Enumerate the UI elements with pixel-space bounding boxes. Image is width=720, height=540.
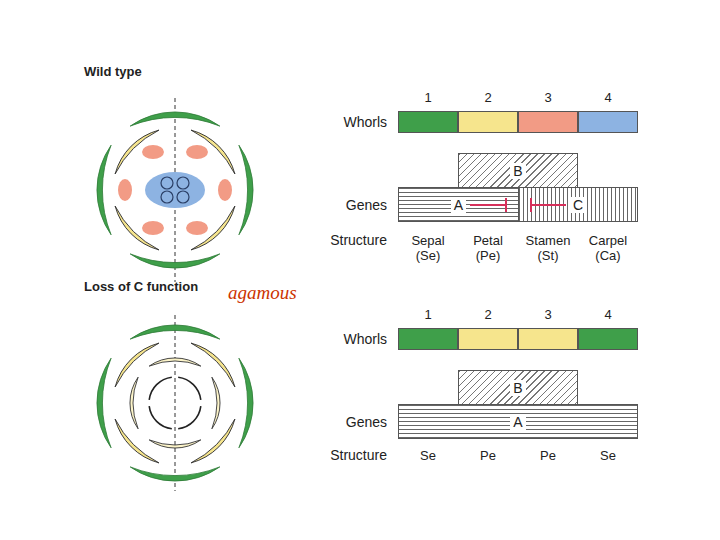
gene-letter: A (510, 414, 525, 430)
sepal-shape (130, 325, 220, 339)
whorl-band: 3 (518, 111, 578, 133)
whorl-band: 4 (578, 328, 638, 350)
organ-name: Carpel (Ca) (583, 233, 633, 263)
row-label: Genes (290, 197, 387, 213)
sepal-shape (130, 467, 220, 481)
gene-letter: B (510, 163, 525, 179)
inner-sepal-group (145, 373, 204, 432)
whorl-band: 2 (458, 111, 518, 133)
stamen-shape (218, 179, 232, 201)
petal-shape (109, 206, 159, 256)
whorl-number: 4 (579, 90, 637, 106)
row-label: Structure (290, 447, 387, 463)
ovule-circle (161, 177, 173, 189)
organ-name: Se (403, 448, 453, 463)
sepal-shape (130, 254, 220, 268)
ovule-circle (177, 177, 189, 189)
carpel-shape (145, 172, 205, 208)
petal-shape (130, 377, 138, 429)
petal-shape (212, 377, 220, 429)
sepal-arc (178, 373, 205, 400)
whorl-band: 1 (398, 111, 458, 133)
stamen-shape (142, 221, 164, 235)
panel-heading: Loss of C function (84, 279, 224, 295)
whorl-number: 3 (519, 90, 577, 106)
whorl-band: 3 (518, 328, 578, 350)
stamen-shape (118, 179, 132, 201)
whorl-number: 3 (519, 307, 577, 323)
sepal-shape (97, 145, 111, 235)
whorl-band: 4 (578, 111, 638, 133)
row-label: Genes (290, 414, 387, 430)
stamen-shape (142, 145, 164, 159)
sepal-group (97, 325, 253, 481)
ovule-circle (177, 191, 189, 203)
inner-petal-group (130, 358, 220, 448)
gene-letter: A (451, 197, 466, 213)
whorl-number: 2 (459, 307, 517, 323)
wild-type-flower (97, 98, 253, 282)
organ-name: Se (583, 448, 633, 463)
petal-shape (191, 337, 241, 387)
stamen-shape (186, 221, 208, 235)
organ-name: Petal (Pe) (463, 233, 513, 263)
sepal-shape (130, 112, 220, 126)
organ-name: Stamen (St) (521, 233, 575, 263)
gene-b-domain: B (458, 370, 578, 405)
petal-shape (109, 419, 159, 469)
agamous-flower (97, 315, 253, 491)
organ-name: Pe (523, 448, 573, 463)
sepal-shape (239, 358, 253, 448)
whorl-band: 1 (398, 328, 458, 350)
gene-c-domain: C (518, 187, 638, 222)
organ-name: Sepal (Se) (403, 233, 453, 263)
petal-shape (191, 124, 241, 174)
ovule-circle (161, 191, 173, 203)
sepal-shape (239, 145, 253, 235)
gene-b-domain: B (458, 153, 578, 188)
petal-shape (149, 440, 201, 448)
organ-name: Pe (463, 448, 513, 463)
row-label: Whorls (290, 114, 387, 130)
sepal-arc (145, 373, 172, 400)
petal-shape (191, 419, 241, 469)
petal-shape (109, 337, 159, 387)
petal-shape (191, 206, 241, 256)
whorl-number: 4 (579, 307, 637, 323)
ovule-group (161, 177, 189, 203)
row-label: Structure (290, 232, 387, 248)
sepal-arc (178, 406, 205, 433)
petal-shape (109, 124, 159, 174)
petal-shape (149, 358, 201, 366)
row-label: Whorls (290, 331, 387, 347)
gene-a-domain: A (398, 404, 638, 439)
symmetry-axis (175, 98, 176, 282)
symmetry-axis (175, 315, 176, 491)
petal-group (109, 124, 241, 256)
whorl-number: 1 (399, 90, 457, 106)
stamen-group (118, 145, 232, 235)
stamen-shape (186, 145, 208, 159)
whorl-number: 2 (459, 90, 517, 106)
gene-a-domain: A (398, 187, 519, 222)
whorl-number: 1 (399, 307, 457, 323)
mutant-name: agamous (228, 282, 328, 304)
gene-letter: C (570, 197, 586, 213)
sepal-arc (145, 406, 172, 433)
gene-letter: B (510, 380, 525, 396)
whorl-band: 2 (458, 328, 518, 350)
sepal-shape (97, 358, 111, 448)
sepal-group (97, 112, 253, 268)
panel-heading: Wild type (84, 64, 204, 80)
petal-group (109, 337, 241, 469)
